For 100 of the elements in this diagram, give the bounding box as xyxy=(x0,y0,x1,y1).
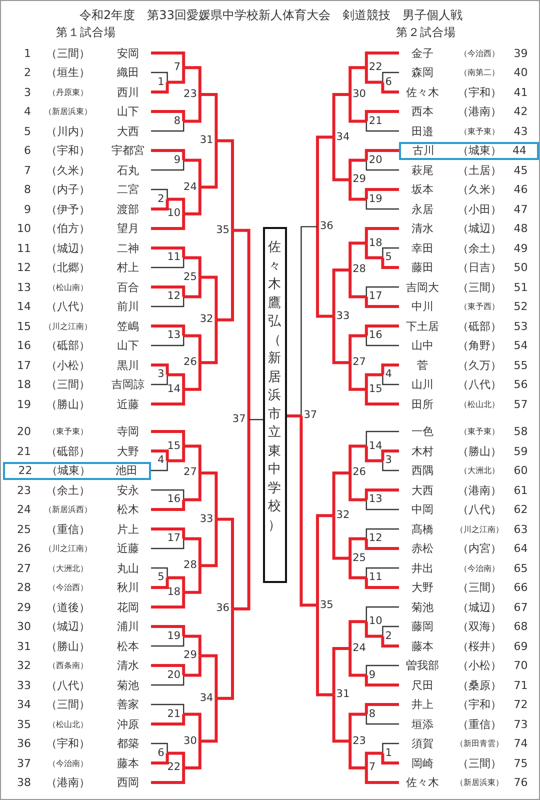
entry-number: 53 xyxy=(514,320,529,332)
player-name: 望月 xyxy=(116,221,140,236)
bracket-line xyxy=(151,364,169,375)
bracket-line xyxy=(151,324,186,336)
school-name: （久米） xyxy=(456,182,503,197)
school-name: （城辺） xyxy=(456,600,503,614)
school-name: （砥部） xyxy=(45,338,91,353)
entry-number: 41 xyxy=(514,86,529,98)
school-name: （三間） xyxy=(45,46,91,60)
player-name: 浦川 xyxy=(116,619,140,634)
player-name: 近藤 xyxy=(116,541,140,556)
bracket-line xyxy=(348,537,366,558)
bracket-line xyxy=(348,66,366,94)
bracket-line xyxy=(366,121,399,132)
match-number: 7 xyxy=(166,61,181,74)
entry-number: 39 xyxy=(514,46,529,60)
bracket-line xyxy=(151,336,184,346)
player-name: 山川 xyxy=(410,377,434,392)
match-number: 32 xyxy=(198,313,214,326)
entry-number: 37 xyxy=(16,756,31,770)
bracket-line xyxy=(366,500,399,510)
bracket-line xyxy=(364,68,383,84)
entry-number: 75 xyxy=(514,756,529,770)
school-name: （余土） xyxy=(456,240,503,256)
bracket-line xyxy=(151,72,168,82)
school-name: （城辺） xyxy=(45,619,91,634)
match-number: 29 xyxy=(352,173,368,186)
school-name: （三間） xyxy=(45,697,91,712)
match-number: 15 xyxy=(368,382,384,396)
bracket-line xyxy=(216,518,234,609)
school-name: （余土） xyxy=(45,482,91,498)
match-number: 3 xyxy=(385,454,400,468)
bracket-line xyxy=(184,444,202,473)
school-name: （伊予） xyxy=(45,202,91,216)
school-name: （川之江南） xyxy=(454,524,505,534)
entry-number: 71 xyxy=(514,678,529,692)
school-name: （八代） xyxy=(45,299,91,314)
bracket-line xyxy=(316,514,334,606)
bracket-line xyxy=(364,52,399,68)
player-name: 笠嶋 xyxy=(116,318,140,334)
bracket-line xyxy=(348,362,366,391)
bracket-line xyxy=(364,188,399,200)
match-number: 37 xyxy=(304,409,319,422)
entry-number: 73 xyxy=(514,718,529,730)
player-name: 菊池 xyxy=(410,600,434,614)
entry-number: 42 xyxy=(514,105,529,118)
bracket-line xyxy=(151,538,184,550)
bracket-line xyxy=(151,430,186,446)
bracket-line xyxy=(332,516,350,560)
bracket-line xyxy=(167,373,186,390)
match-number: 30 xyxy=(352,88,368,101)
player-name: 垣添 xyxy=(410,716,434,732)
entry-number: 34 xyxy=(16,698,31,711)
entry-number: 58 xyxy=(514,425,529,438)
bracket-line xyxy=(184,566,202,594)
player-name: 赤松 xyxy=(410,541,434,556)
match-number: 12 xyxy=(368,532,384,546)
match-number: 2 xyxy=(385,630,400,643)
entry-number: 50 xyxy=(514,261,529,274)
entry-number: 7 xyxy=(23,164,31,176)
bracket-line xyxy=(184,158,202,188)
entry-number: 59 xyxy=(514,444,529,458)
bracket-line xyxy=(216,230,234,322)
match-number: 25 xyxy=(182,270,197,284)
player-name: 丸山 xyxy=(116,560,140,576)
entry-number: 44 xyxy=(512,144,528,157)
entry-number: 2 xyxy=(23,66,31,79)
bracket-line xyxy=(366,606,399,622)
player-name: 大西 xyxy=(410,482,434,498)
bracket-line xyxy=(216,608,234,700)
school-name: （新居浜東） xyxy=(43,106,93,117)
bracket-line xyxy=(167,446,186,462)
bracket-line xyxy=(151,460,168,472)
player-name: 西隅 xyxy=(410,463,434,478)
school-name: （角野） xyxy=(456,338,503,353)
school-name: （北郷） xyxy=(45,260,91,275)
bracket-line xyxy=(151,592,186,608)
bracket-line xyxy=(151,258,184,268)
entry-number: 21 xyxy=(16,444,31,458)
entry-number: 24 xyxy=(16,503,31,516)
bracket-line xyxy=(381,82,399,94)
bracket-line xyxy=(151,742,168,754)
bracket-line xyxy=(151,704,184,714)
player-name: 吉岡大 xyxy=(404,280,440,294)
bracket-line xyxy=(232,228,250,420)
player-name: 尺田 xyxy=(410,678,434,692)
school-name: （東予西） xyxy=(458,301,501,312)
bracket-line xyxy=(381,258,399,269)
entry-number: 23 xyxy=(16,484,31,496)
bracket-line xyxy=(184,187,202,216)
player-name: 岡崎 xyxy=(410,756,434,770)
entry-number: 51 xyxy=(514,280,529,294)
school-name: （内宮） xyxy=(456,541,503,556)
match-number: 9 xyxy=(368,668,384,682)
bracket-line xyxy=(151,389,186,406)
school-name: （日吉） xyxy=(456,260,503,275)
bracket-line xyxy=(366,664,399,676)
entry-number: 35 xyxy=(16,718,31,730)
match-number: 35 xyxy=(320,598,335,612)
bracket-line xyxy=(200,519,218,568)
